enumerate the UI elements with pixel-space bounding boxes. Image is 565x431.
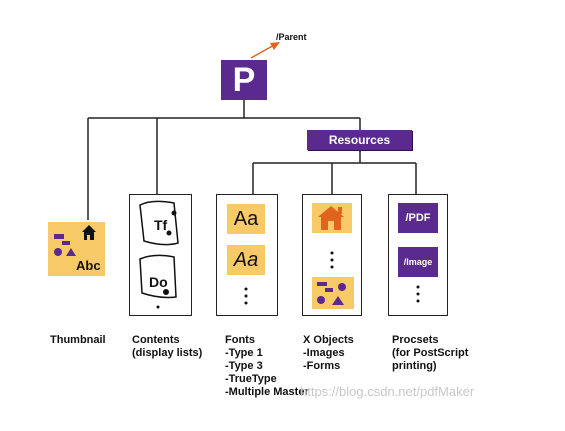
- fonts-panel: Aa Aa: [216, 194, 278, 316]
- procsets-more-dots: [416, 285, 420, 303]
- font-sample-italic: Aa: [227, 245, 265, 275]
- parent-arrow-head: [270, 42, 280, 50]
- font-sample-regular: Aa: [227, 204, 265, 234]
- parent-arrow-line: [250, 43, 277, 59]
- resources-box: Resources: [307, 130, 412, 150]
- contents-item-do: Do: [149, 274, 168, 290]
- watermark-text: https://blog.csdn.net/pdfMaker: [300, 384, 475, 399]
- contents-item-tf: Tf: [154, 217, 168, 233]
- xobjects-label: X Objects -Images -Forms: [303, 334, 354, 372]
- xobjects-panel: [302, 194, 362, 316]
- thumbnail-abc-text: Abc: [76, 258, 101, 273]
- thumbnail-label: Thumbnail: [50, 334, 106, 346]
- contents-panel: Tf Do: [129, 194, 192, 316]
- procset-image-tile: /Image: [398, 247, 438, 277]
- fonts-label: Fonts -Type 1 -Type 3 -TrueType -Multipl…: [225, 334, 309, 398]
- thumbnail-icon: Abc: [48, 222, 105, 276]
- procset-pdf-tile: /PDF: [398, 203, 438, 233]
- page-object-box: P: [221, 60, 267, 100]
- parent-label: /Parent: [276, 32, 307, 42]
- form-xobject-icon: [312, 277, 354, 309]
- fonts-more-dots: [244, 287, 248, 305]
- image-xobject-icon: [312, 203, 352, 233]
- procsets-label: Procsets (for PostScript printing): [392, 334, 469, 372]
- procsets-panel: /PDF /Image: [388, 194, 448, 316]
- xobjects-more-dots: [330, 251, 334, 269]
- contents-label: Contents (display lists): [132, 334, 203, 359]
